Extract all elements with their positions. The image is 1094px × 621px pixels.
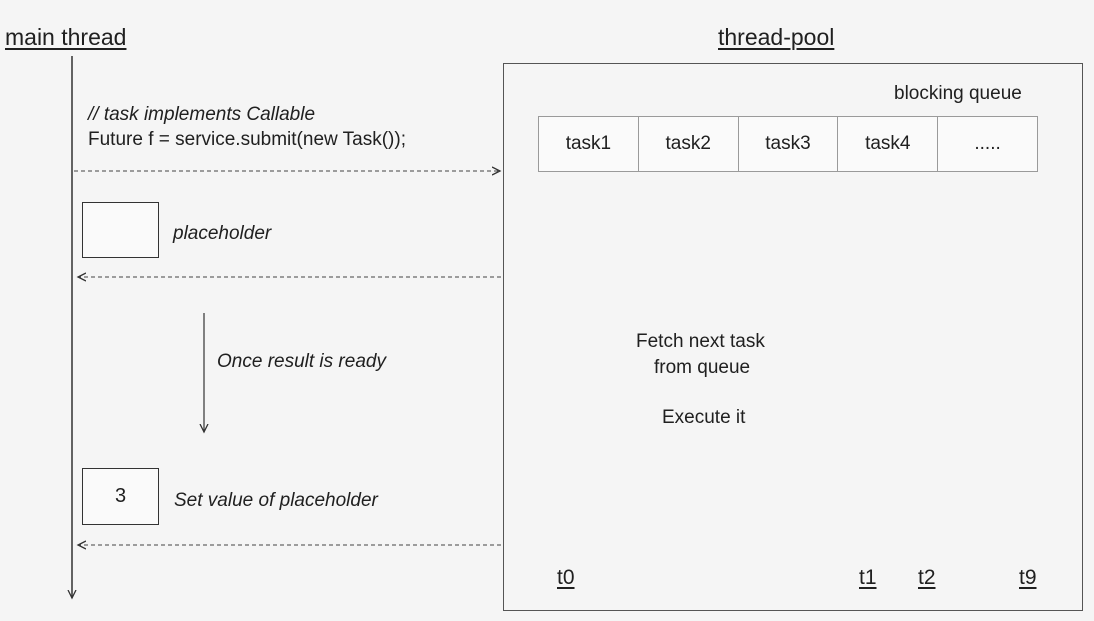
queue-cell: task2 bbox=[639, 117, 739, 171]
thread-label-t1: t1 bbox=[859, 566, 877, 589]
loop-text-fetch: Fetch next task bbox=[636, 331, 765, 352]
placeholder-box bbox=[82, 202, 159, 258]
set-value-label: Set value of placeholder bbox=[174, 490, 378, 511]
thread-pool-title: thread-pool bbox=[718, 24, 835, 50]
loop-text-queue: from queue bbox=[654, 357, 751, 378]
queue-cell: ..... bbox=[974, 133, 1001, 154]
code-line: Future f = service.submit(new Task()); bbox=[88, 129, 406, 150]
main-thread-title: main thread bbox=[5, 24, 127, 50]
queue-cell: task1 bbox=[539, 117, 639, 171]
result-value-box: 3 bbox=[82, 468, 159, 525]
code-comment: // task implements Callable bbox=[88, 104, 316, 125]
queue-cell: task4 bbox=[838, 117, 939, 171]
result-ready-label: Once result is ready bbox=[217, 351, 386, 372]
blocking-queue: task1 task2 task3 task4 ..... bbox=[538, 116, 1038, 172]
thread-label-t9: t9 bbox=[1019, 566, 1037, 589]
queue-cell: task3 bbox=[739, 117, 839, 171]
placeholder-label: placeholder bbox=[173, 223, 272, 244]
result-value: 3 bbox=[114, 485, 127, 507]
thread-label-t0: t0 bbox=[557, 566, 575, 589]
loop-text-execute: Execute it bbox=[662, 407, 746, 428]
thread-label-t2: t2 bbox=[918, 566, 936, 589]
blocking-queue-label: blocking queue bbox=[894, 83, 1022, 104]
